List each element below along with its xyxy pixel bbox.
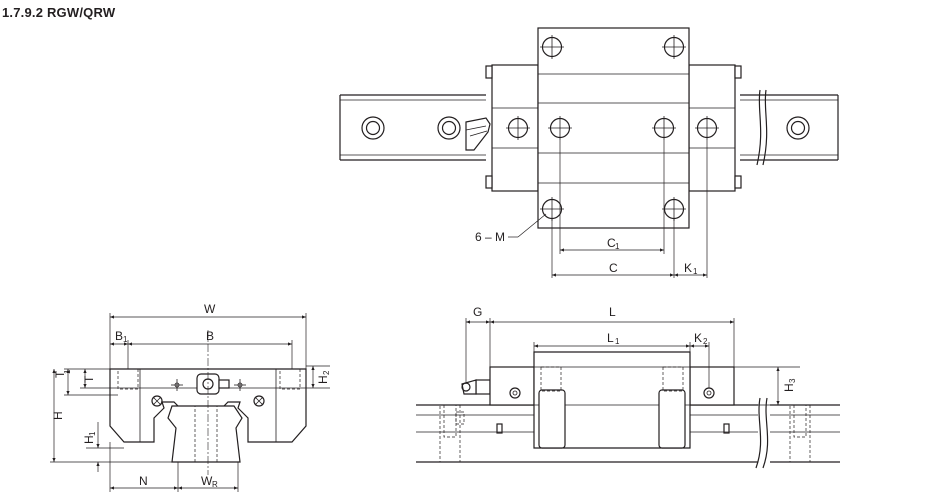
label-w: W [204,302,216,316]
mount-hole-3 [548,116,572,140]
label-k2-sub: 2 [703,337,708,346]
grease-nipple-top [465,117,491,151]
label-wr-sub: R [212,480,218,489]
label-h2: H [316,375,330,384]
seal-side-left [509,387,521,399]
label-c: C [609,261,618,275]
label-t1-sub: 1 [63,369,72,374]
front-view: W B 1 B T 1 T H 2 H H 1 [50,302,331,492]
label-k1-sub: 1 [693,267,698,276]
rail-top [339,89,839,166]
mount-hole-6 [662,197,686,221]
label-h3: H [782,383,796,392]
rail-hole-2 [437,116,461,140]
label-l1-sub: 1 [615,337,620,346]
end-cap-side-right [689,366,735,406]
label-h2-sub: 2 [322,370,331,375]
section-heading: 1.7.9.2 RGW/QRW [2,5,116,20]
label-n: N [139,474,148,488]
rail-hole-right [786,116,810,140]
rail-end [167,405,243,463]
top-view: 6 – M C 1 C K 1 [339,27,839,278]
label-c1: C [607,236,616,250]
label-h: H [51,411,65,420]
label-b1: B [115,329,123,343]
rail-hole-left [361,116,385,140]
label-k1: K [684,261,692,275]
label-b1-sub: 1 [123,335,128,344]
mount-hole-4 [652,116,676,140]
screw-left [151,395,163,407]
mount-hole-1 [540,35,564,59]
label-g: G [473,305,482,319]
end-cap-side-left [489,366,535,406]
label-h1: H [82,435,96,444]
screw-right [253,395,265,407]
label-wr: W [201,474,213,488]
mark-right [234,379,246,391]
rail-hole-under-left [506,116,530,140]
label-c1-sub: 1 [615,242,620,251]
label-t1: T [53,370,67,378]
label-b: B [206,329,214,343]
label-h1-sub: 1 [88,431,97,436]
mark-left [171,379,183,391]
label-6m: 6 – M [475,230,505,244]
label-l1: L [607,331,614,345]
label-l: L [609,305,616,319]
end-cap-left [485,64,539,192]
label-k2: K [694,331,702,345]
label-h3-sub: 3 [788,378,797,383]
label-t: T [82,375,96,383]
side-view: G L L 1 K 2 H 3 [416,305,840,469]
rail-hole-under-right [695,116,719,140]
mount-hole-2 [662,35,686,59]
